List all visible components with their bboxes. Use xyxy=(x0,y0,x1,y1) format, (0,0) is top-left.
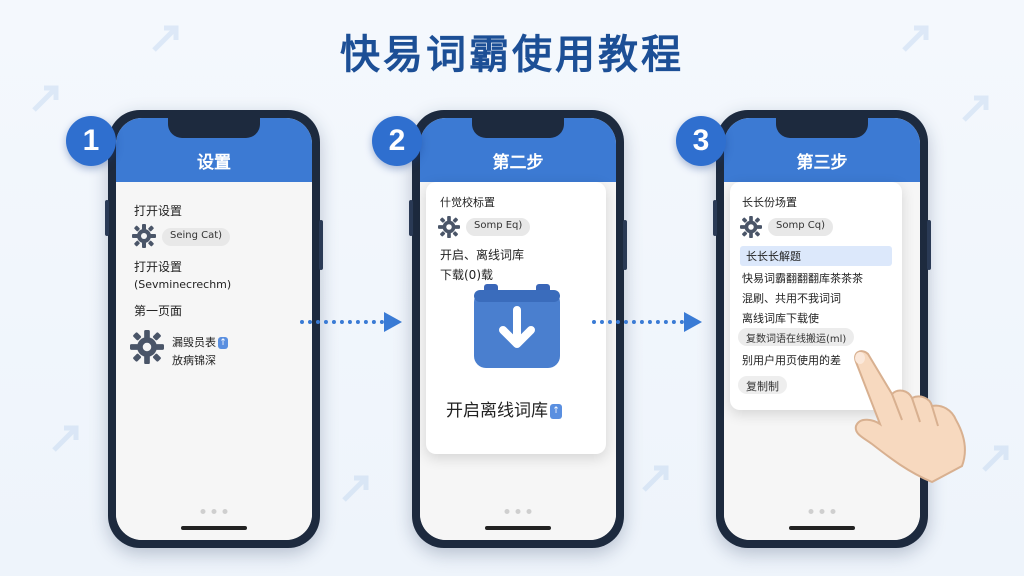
copy-card: 长长份场置 Somp Cq) 长长长解题 快易词霸翻翻翻库茶茶茶 混刷、共用不我… xyxy=(730,182,902,410)
open-settings-text: 打开设置 xyxy=(134,260,183,274)
settings-pill[interactable]: Somp Eq) xyxy=(466,218,531,236)
card-title: 长长份场置 xyxy=(742,196,797,209)
phone-notch xyxy=(776,118,868,138)
highlighted-text[interactable]: 长长长解题 xyxy=(740,246,892,266)
page-dots xyxy=(808,509,836,514)
gear-option-text: 放病锦深 xyxy=(172,354,216,367)
gear-icon[interactable] xyxy=(740,216,762,238)
step-number-badge: 1 xyxy=(66,116,116,166)
page-title: 快易词霸使用教程 xyxy=(340,32,684,78)
background-arrow-icon xyxy=(962,95,989,122)
gear-option-label: 漏毁员表 xyxy=(172,336,216,349)
gear-option-text[interactable]: 漏毁员表↑ xyxy=(172,334,228,350)
home-indicator xyxy=(789,526,855,530)
hand-pointer-icon xyxy=(854,350,966,484)
background-arrow-icon xyxy=(32,85,59,112)
step-number-badge: 3 xyxy=(676,116,726,166)
content-line: 别用户用页使用的差 xyxy=(742,354,841,367)
phone-notch xyxy=(168,118,260,138)
background-arrow-icon xyxy=(342,475,369,502)
phone-screen: 设置 打开设置 Seing Cat) 打开设置 (Sevminecrechm) … xyxy=(116,118,312,540)
background-arrow-icon xyxy=(982,445,1009,472)
enable-offline-label: 开启离线词库 xyxy=(446,401,548,421)
gear-icon[interactable] xyxy=(130,330,164,364)
background-arrow-icon xyxy=(642,465,669,492)
enable-offline-text: 开启、离线词库 xyxy=(440,248,525,262)
first-page-text: 第一页面 xyxy=(134,304,183,318)
settings-subtitle-text: (Sevminecrechm) xyxy=(134,278,232,291)
enable-offline-dictionary-button[interactable]: 开启离线词库↑ xyxy=(446,396,562,421)
download-text: 下载(0)载 xyxy=(440,268,493,282)
card-title: 什觉校标置 xyxy=(440,196,495,209)
arrow-right-icon xyxy=(684,312,702,332)
page-dots xyxy=(504,509,532,514)
flow-arrow xyxy=(300,320,384,324)
gear-icon[interactable] xyxy=(132,224,156,248)
cursor-icon: ↑ xyxy=(218,337,228,349)
phone-step-1: 设置 打开设置 Seing Cat) 打开设置 (Sevminecrechm) … xyxy=(105,110,323,548)
offline-dictionary-card: 什觉校标置 Somp Eq) 开启、离线词库 下载(0)载 开启离线词库↑ xyxy=(426,182,606,454)
flow-arrow xyxy=(592,320,684,324)
content-line: 混刷、共用不我词词 xyxy=(742,292,841,305)
settings-pill[interactable]: Somp Cq) xyxy=(768,218,833,236)
open-settings-text: 打开设置 xyxy=(134,204,183,218)
home-indicator xyxy=(485,526,551,530)
content-line: 离线词库下载使 xyxy=(742,312,819,325)
cursor-icon: ↑ xyxy=(550,403,562,419)
content-line: 快易词霸翻翻翻库茶茶茶 xyxy=(742,272,863,285)
download-icon[interactable] xyxy=(470,280,564,370)
arrow-right-icon xyxy=(384,312,402,332)
settings-pill[interactable]: Seing Cat) xyxy=(162,228,231,246)
screen-header-title: 第二步 xyxy=(420,118,616,182)
phone-notch xyxy=(472,118,564,138)
gear-icon[interactable] xyxy=(438,216,460,238)
selected-line[interactable]: 复数词语在线搬运(ml) xyxy=(738,328,855,346)
step-number-badge: 2 xyxy=(372,116,422,166)
copy-button[interactable]: 复制制 xyxy=(738,376,787,394)
background-arrow-icon xyxy=(902,25,929,52)
home-indicator xyxy=(181,526,247,530)
page-dots xyxy=(200,509,228,514)
background-arrow-icon xyxy=(52,425,79,452)
background-arrow-icon xyxy=(152,25,179,52)
